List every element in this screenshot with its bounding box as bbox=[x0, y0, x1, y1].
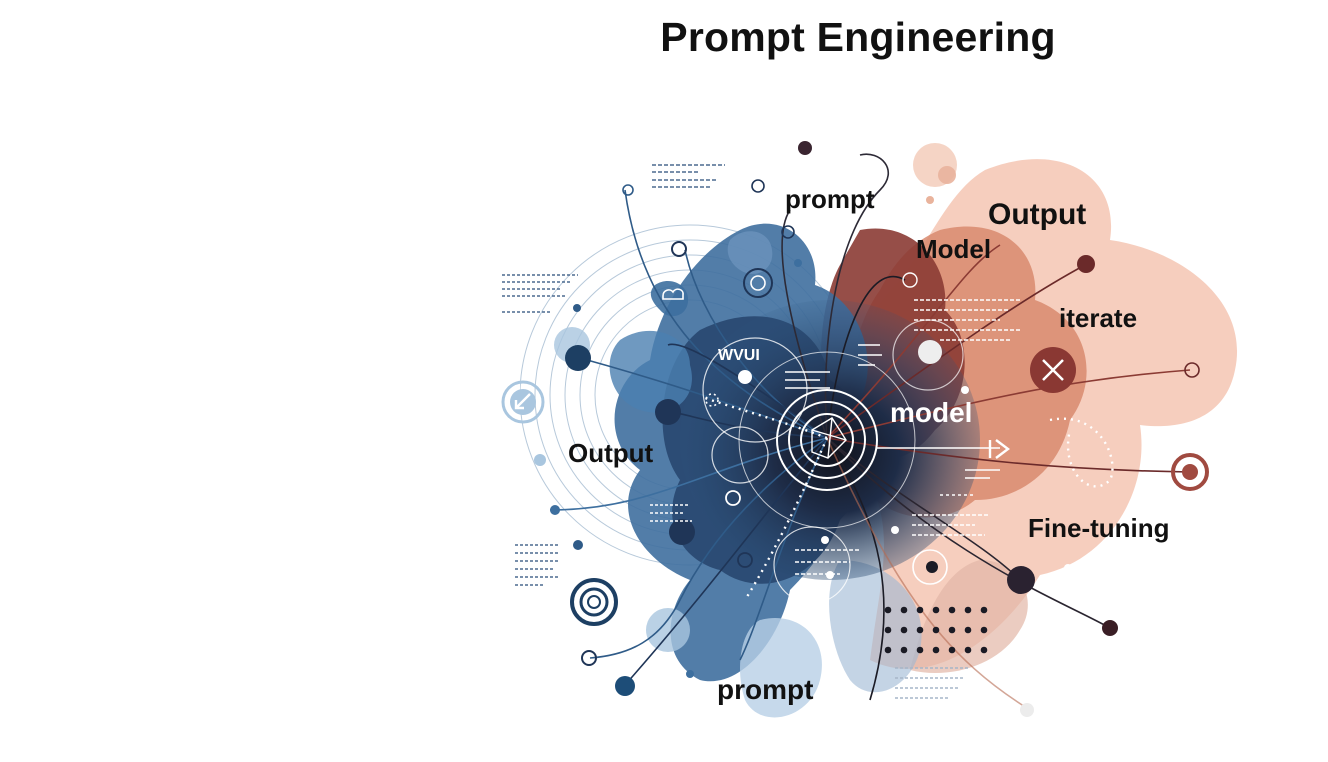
page-title: Prompt Engineering bbox=[660, 14, 1056, 60]
central-rings bbox=[702, 319, 964, 604]
dot-grid bbox=[884, 606, 988, 654]
label-fine-tuning: Fine-tuning bbox=[1028, 513, 1170, 543]
network-node-icon bbox=[811, 417, 847, 459]
label-prompt-top: prompt bbox=[785, 184, 875, 214]
label-model-upper: Model bbox=[916, 234, 991, 264]
glyph-text: WVUI bbox=[718, 347, 760, 364]
cloud-icon bbox=[662, 288, 684, 300]
play-arrow-icon bbox=[988, 439, 1010, 459]
arrow-down-left-icon bbox=[501, 380, 545, 424]
label-output-left: Output bbox=[568, 438, 654, 468]
connection-lines bbox=[549, 153, 1191, 711]
nodes bbox=[534, 141, 1200, 717]
target-icon bbox=[1171, 453, 1209, 491]
filler-text-lines bbox=[502, 164, 1020, 699]
label-prompt-bottom: prompt bbox=[717, 674, 813, 705]
concentric-rings-icon bbox=[570, 578, 618, 626]
label-model-center: model bbox=[890, 397, 972, 428]
label-output-top-right: Output bbox=[988, 198, 1086, 231]
small-dashed-ring bbox=[705, 393, 719, 407]
close-x-icon bbox=[1030, 347, 1076, 393]
label-iterate: iterate bbox=[1059, 303, 1137, 333]
